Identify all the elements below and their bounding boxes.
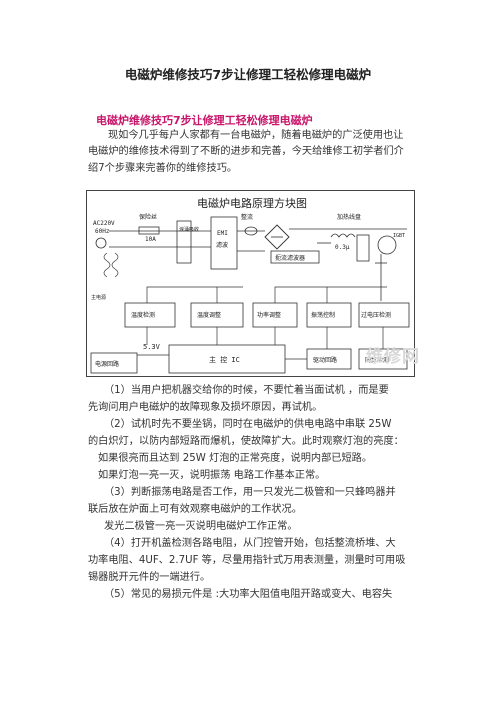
svg-text:扼流滤波器: 扼流滤波器 — [275, 254, 305, 262]
svg-text:滤波: 滤波 — [216, 241, 228, 249]
svg-text:振荡控制: 振荡控制 — [311, 311, 335, 319]
svg-text:60Hz: 60Hz — [95, 228, 110, 235]
svg-text:电源回路: 电源回路 — [95, 360, 119, 368]
svg-text:0.3μ: 0.3μ — [335, 244, 350, 251]
box-choke-filter — [270, 250, 320, 264]
svg-text:温度调整: 温度调整 — [197, 311, 221, 319]
box-overvoltage — [358, 302, 410, 328]
igbt-symbol — [377, 235, 397, 255]
body-line: 先询问用户电磁炉的故障现象及损坏原因，再试机。 — [88, 402, 323, 413]
body-line: 的白炽灯，以防内部短路而爆机，使故障扩大。此时观察灯泡的亮度： — [88, 436, 404, 447]
svg-text:同步检测: 同步检测 — [365, 356, 389, 364]
box-oscillation — [306, 302, 352, 328]
body-line: 功率电阻、4UF、2.7UF 等，尽量用指针式万用表测量，测量时可用吸 — [88, 555, 406, 566]
svg-text:浪涌吸收: 浪涌吸收 — [179, 226, 199, 233]
svg-text:IGBT: IGBT — [393, 233, 405, 239]
label-heating-coil: 加热线盘 — [337, 213, 361, 221]
svg-text:温度检测: 温度检测 — [131, 311, 155, 319]
body-line: （5）常见的易损元件是 :大功率大阻值电阻开路或变大、电容失 — [104, 589, 393, 600]
svg-text:功率调整: 功率调整 — [257, 311, 281, 319]
intro-paragraph: 现如今几乎每户人家都有一台电磁炉，随着电磁炉的广泛使用也让电磁炉的维修技术得到了… — [88, 130, 404, 174]
svg-text:驱动回路: 驱动回路 — [313, 356, 337, 364]
body-line: 锡器脱开元件的一端进行。 — [88, 572, 211, 583]
body-line: （2）试机时先不要坐锅，同时在电磁炉的供电电路中串联 25W — [104, 419, 392, 430]
body-line: （3）判断振荡电路是否工作，用一只发光二极管和一只蜂鸣器并 — [104, 487, 396, 498]
body-line: 如果灯泡一亮一灭，说明振荡 电路工作基本正常。 — [98, 470, 326, 481]
box-surge — [176, 220, 192, 264]
box-emi — [210, 216, 238, 270]
section-subtitle: 电磁炉维修技巧7步让修理工轻松修理电磁炉 — [96, 114, 313, 127]
body-line: （4）打开机盖检测各路电阻，从门控管开始，包括整流桥堆、大 — [104, 538, 396, 549]
label-main-power: 主电源 — [91, 294, 106, 301]
box-power-circuit — [90, 352, 138, 374]
circuit-block-diagram: 电磁炉电路原理方块图 AC220V 60Hz 保险丝 10A 浪涌吸收 EMI … — [86, 190, 415, 377]
box-temp-detect — [124, 302, 176, 328]
body-line: 联后放在炉面上可有效观察电磁炉的工作状况。 — [88, 504, 302, 515]
svg-text:EMI: EMI — [217, 230, 228, 237]
diagram-title: 电磁炉电路原理方块图 — [197, 196, 307, 210]
page-title: 电磁炉维修技巧7步让修理工轻松修理电磁炉 — [124, 67, 372, 82]
rectifier-bridge — [264, 224, 290, 250]
label-fuse-value: 10A — [145, 236, 156, 243]
label-rectifier: 整流 — [241, 213, 253, 221]
svg-text:过电压检测: 过电压检测 — [361, 311, 391, 319]
diagram-text-input: AC220V 60Hz — [93, 220, 115, 235]
label-5v: 5.3V — [143, 343, 161, 351]
watermark-text: 维修网 — [366, 347, 420, 367]
svg-text:主 控 IC: 主 控 IC — [209, 355, 240, 364]
body-line: （1）当用户把机器交给你的时候，不要忙着当面试机 ，而是要 — [104, 385, 389, 396]
body-line: 发光二极管一亮一灭说明电磁炉工作正常。 — [104, 521, 298, 532]
svg-text:AC220V: AC220V — [93, 220, 115, 227]
plug-symbol — [95, 237, 107, 249]
label-fuse: 保险丝 — [139, 213, 157, 221]
body-line: 如果很亮而且达到 25W 灯泡的正常亮度，说明内部已短路。 — [98, 453, 373, 464]
